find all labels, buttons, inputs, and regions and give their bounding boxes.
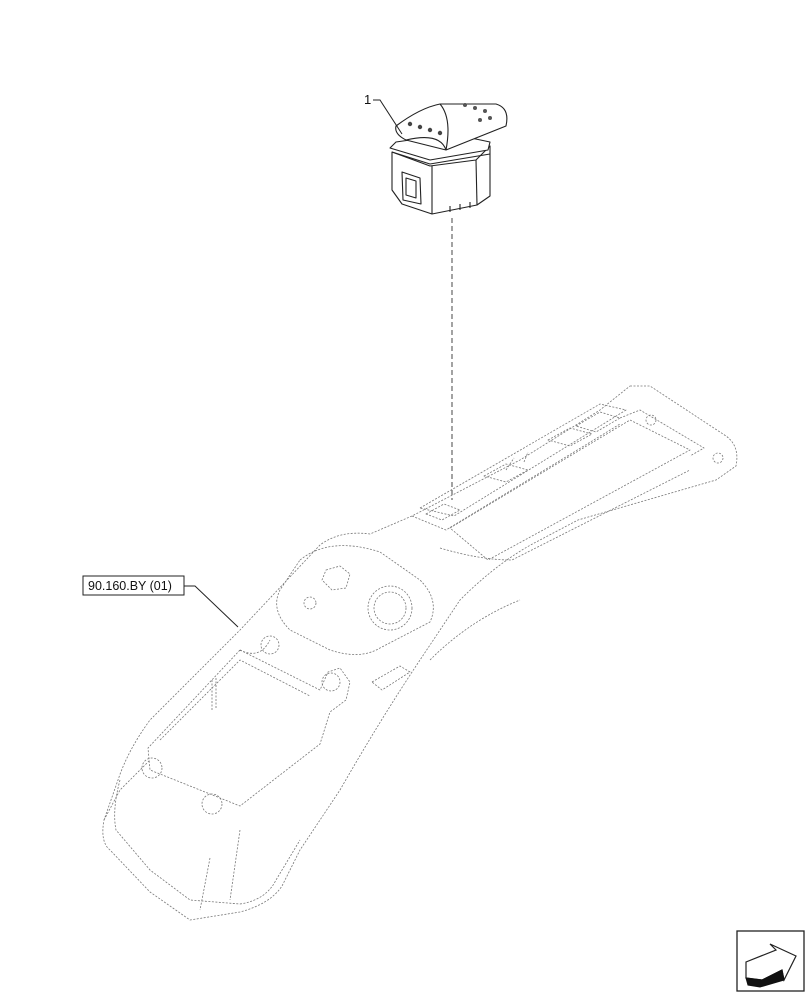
console-panel bbox=[102, 385, 738, 921]
reference-leader bbox=[184, 585, 239, 628]
reference-label: 90.160.BY (01) bbox=[88, 579, 172, 593]
callout-number-1: 1 bbox=[364, 92, 371, 107]
callout-leader-1 bbox=[373, 99, 403, 135]
rocker-switch-part bbox=[389, 103, 508, 215]
next-page-arrow-icon[interactable] bbox=[736, 930, 805, 992]
